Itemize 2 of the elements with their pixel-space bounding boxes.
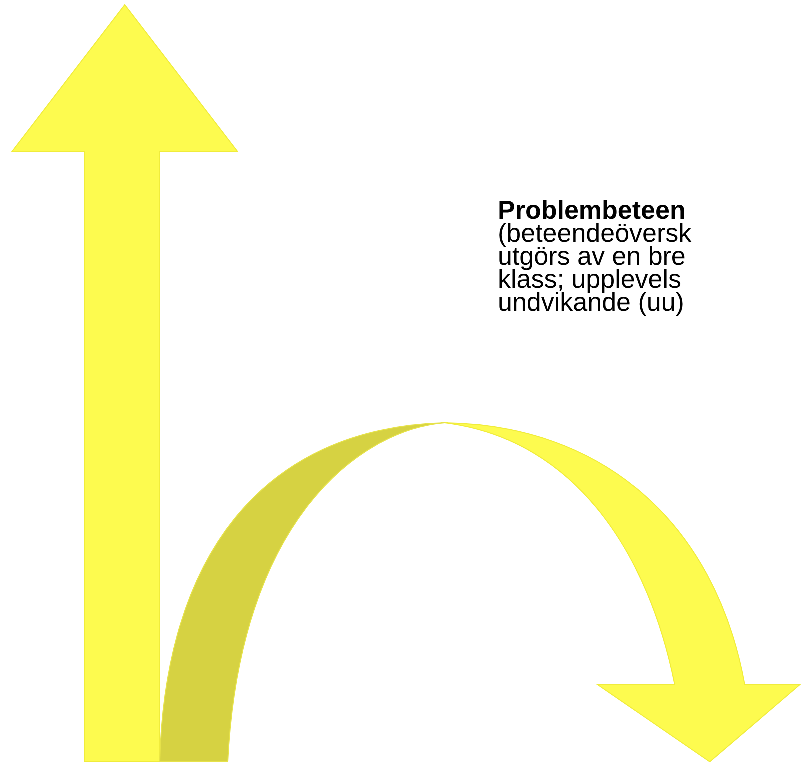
body-text: (beteendeöversk utgörs av en bre klass; upplevels undvikande (uu) [498,222,693,314]
heading-text: Problembeteen [498,198,686,222]
